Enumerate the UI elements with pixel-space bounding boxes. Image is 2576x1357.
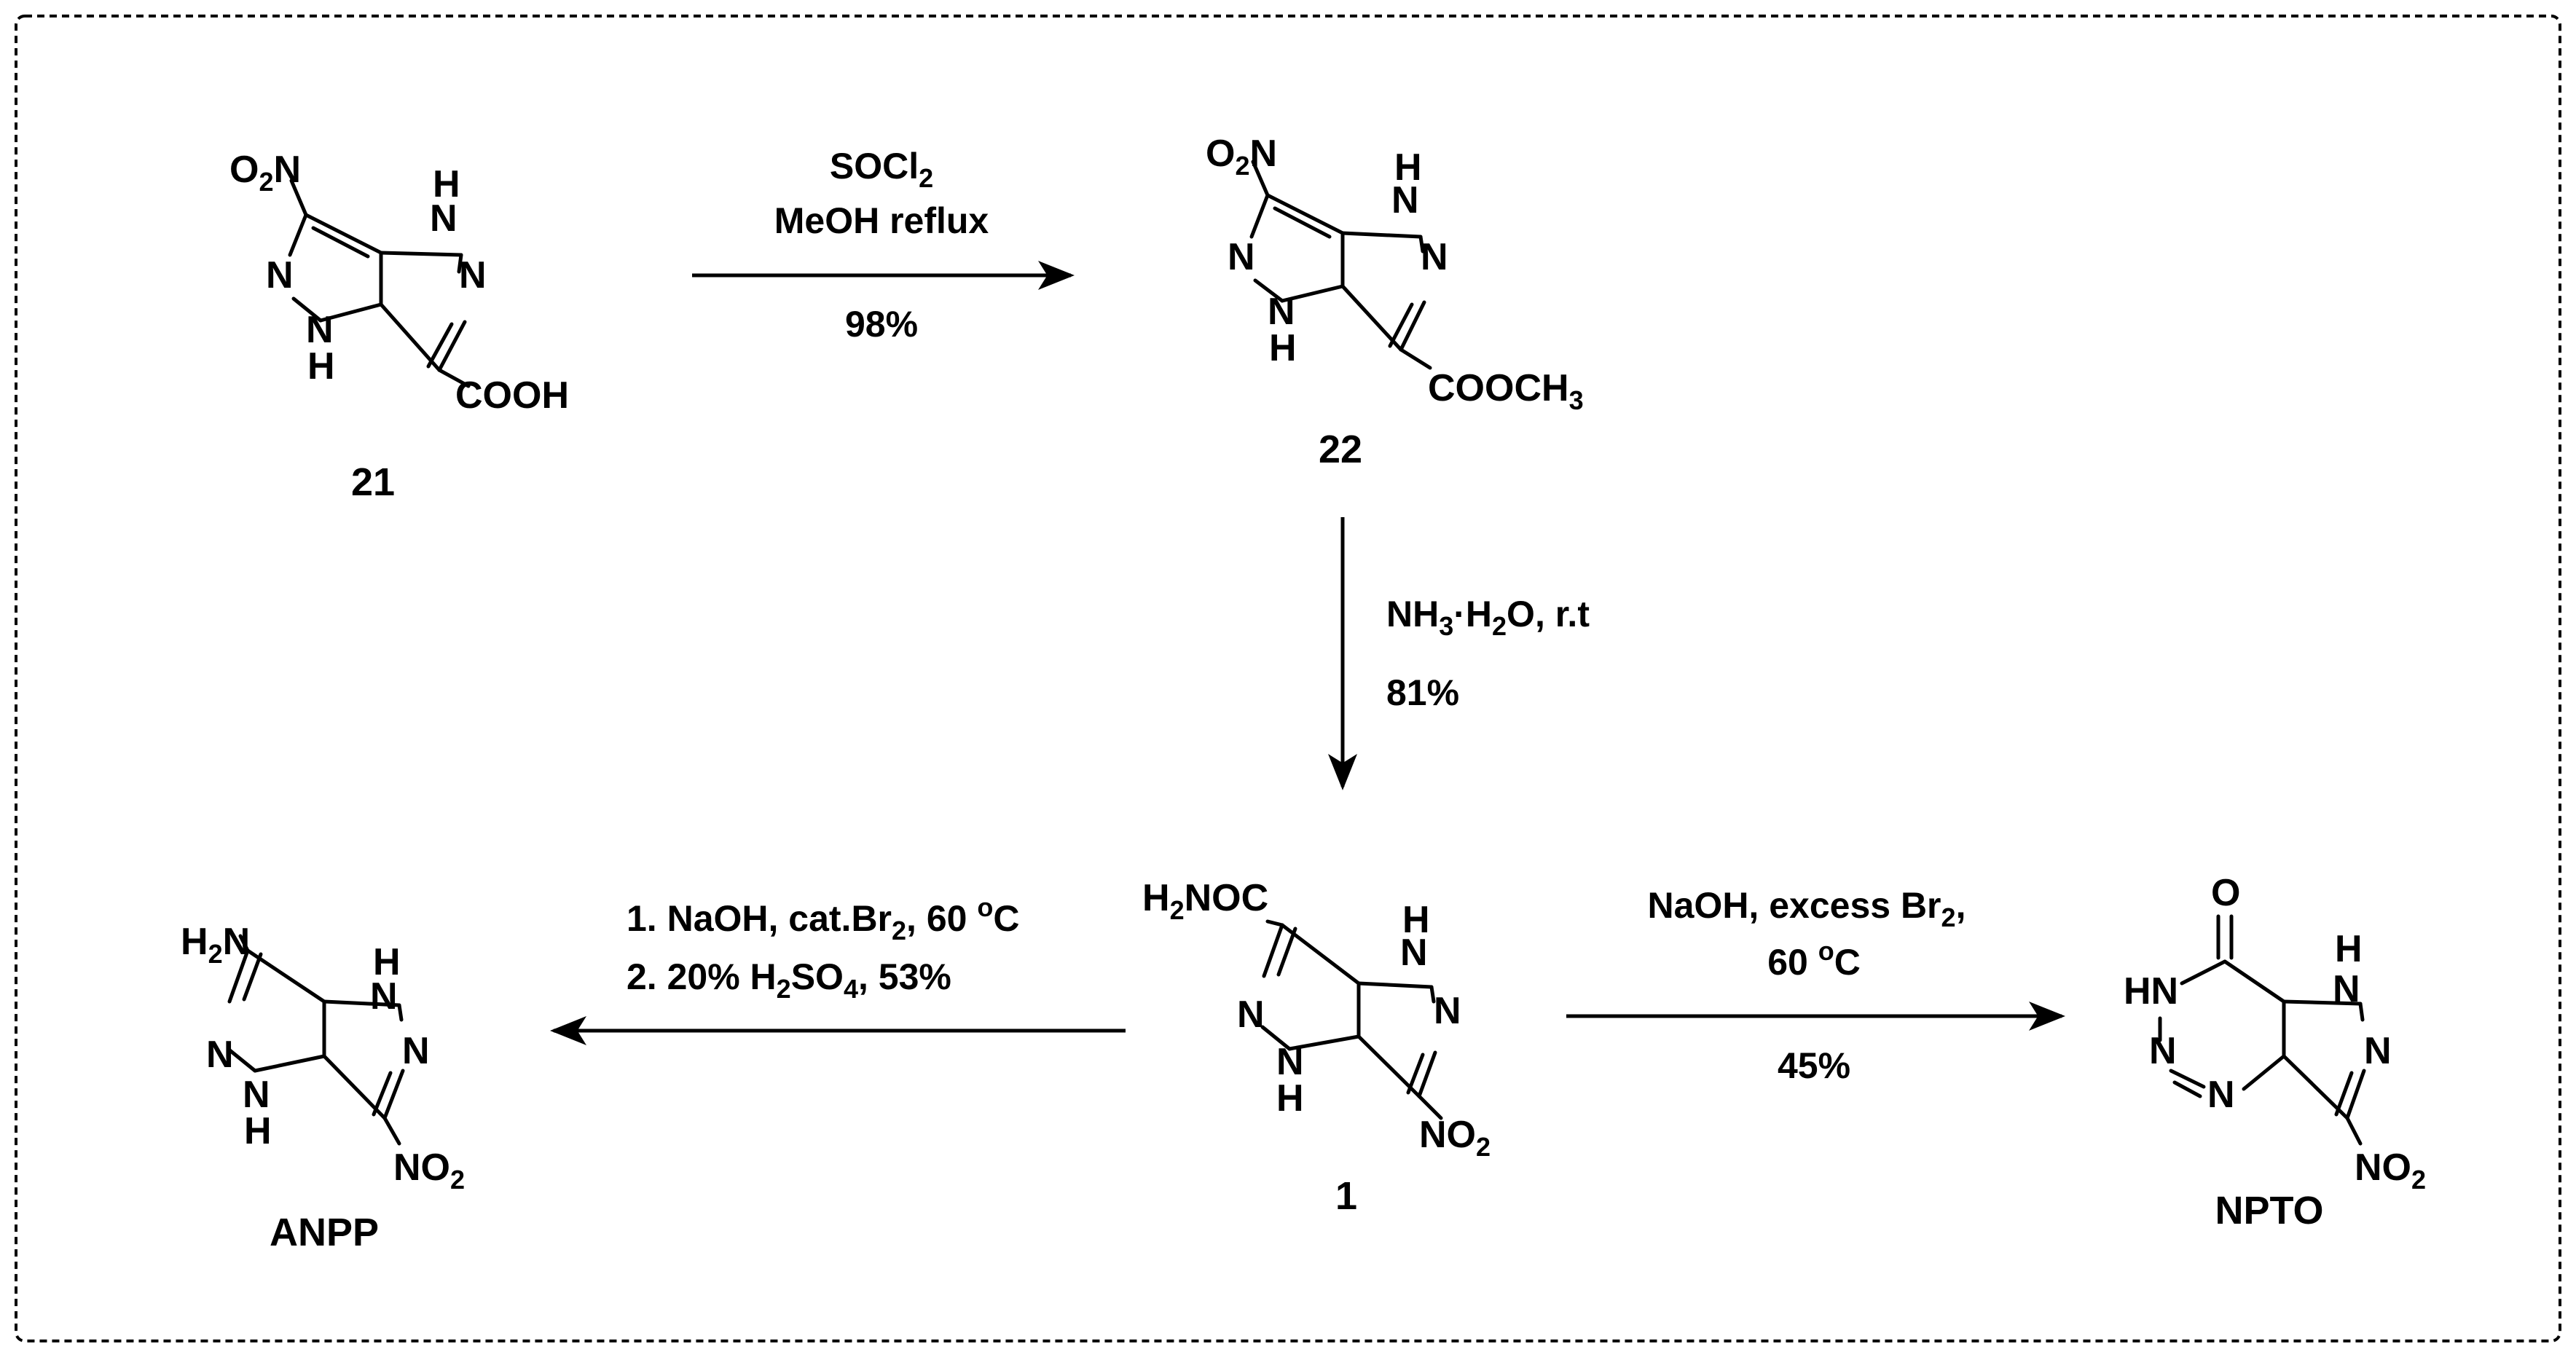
- reaction-2-reagent: NH3·H2O, r.t: [1386, 594, 1590, 641]
- reaction-1-conditions: MeOH reflux: [774, 200, 989, 241]
- compound-anpp-bonds: [226, 934, 405, 1146]
- compound-anpp-name: ANPP: [270, 1211, 379, 1254]
- compound-22-atom-n1: N: [1391, 179, 1419, 221]
- compound-1-nitro-label: NO2: [1419, 1114, 1491, 1162]
- compound-1-atom-n1: N: [1400, 932, 1428, 974]
- compound-22-atom-h-bottom: H: [1269, 327, 1297, 369]
- compound-anpp-atom-n2: N: [402, 1030, 430, 1072]
- compound-21-atom-n3: N: [266, 254, 294, 296]
- compound-1-amide-label: H2NOC: [1142, 877, 1268, 925]
- compound-anpp-atom-h-bottom: H: [244, 1110, 272, 1152]
- reaction-2: NH3·H2O, r.t 81%: [1328, 517, 1590, 790]
- compound-22-nitro-label: O2N: [1206, 133, 1277, 181]
- compound-22-atom-n2: N: [1421, 236, 1448, 278]
- reaction-4-reagent: NaOH, excess Br2,: [1648, 885, 1966, 932]
- compound-22-atom-n4: N: [1268, 291, 1295, 333]
- compound-1-number: 1: [1335, 1174, 1357, 1218]
- compound-npto-atom-n1: N: [2333, 968, 2360, 1010]
- compound-22: O2N H N N N N H COOCH3 22: [1206, 133, 1584, 471]
- compound-22-number: 22: [1319, 428, 1362, 471]
- compound-anpp-atom-n4: N: [243, 1074, 270, 1116]
- compound-21-number: 21: [351, 460, 395, 504]
- compound-npto-atom-h-top: H: [2335, 928, 2363, 970]
- compound-1: H2NOC H N N N N H NO2 1: [1142, 877, 1491, 1218]
- compound-anpp-nitro-label: NO2: [393, 1146, 465, 1195]
- compound-1-atom-h-bottom: H: [1276, 1077, 1304, 1120]
- compound-21-atom-n1: N: [430, 197, 458, 240]
- compound-anpp-atom-h-top: H: [373, 941, 401, 983]
- reaction-4: NaOH, excess Br2, 60 oC 45%: [1566, 885, 2065, 1086]
- compound-21-atom-n4: N: [306, 309, 334, 351]
- compound-1-atom-n2: N: [1434, 990, 1461, 1032]
- compound-npto-name: NPTO: [2215, 1189, 2323, 1232]
- compound-1-atom-h-top: H: [1402, 899, 1430, 941]
- dashed-border: [15, 15, 2561, 1342]
- reaction-1-yield: 98%: [845, 304, 918, 345]
- reaction-1: SOCl2 MeOH reflux 98%: [692, 146, 1075, 345]
- compound-npto-oxo-label: O: [2211, 872, 2240, 914]
- compound-22-bonds: [1249, 160, 1432, 370]
- compound-21-atom-h-bottom: H: [307, 345, 335, 388]
- reaction-1-reagent: SOCl2: [830, 146, 933, 193]
- compound-21-atom-n2: N: [459, 254, 487, 296]
- reaction-4-yield: 45%: [1778, 1045, 1850, 1086]
- compound-npto-atom-n2: N: [2364, 1030, 2392, 1072]
- compound-npto-nitro-label: NO2: [2355, 1146, 2426, 1195]
- compound-anpp-atom-n1: N: [370, 975, 398, 1018]
- compound-1-bonds: [1260, 919, 1443, 1120]
- compound-22-atom-h-top: H: [1394, 146, 1422, 189]
- compound-anpp-amine-label: H2N: [181, 921, 250, 969]
- compound-npto: O H N N HN N N NO2 NPTO: [2124, 872, 2426, 1232]
- reaction-3-step-1: 1. NaOH, cat.Br2, 60 oC: [627, 892, 1019, 945]
- reaction-2-yield: 81%: [1386, 672, 1459, 713]
- compound-21-atom-h-top: H: [433, 163, 460, 205]
- compound-22-ester-label: COOCH3: [1428, 367, 1584, 415]
- reaction-3-step-2: 2. 20% H2SO4, 53%: [627, 956, 951, 1004]
- compound-npto-atom-n3: N: [2149, 1030, 2177, 1072]
- compound-22-atom-n3: N: [1228, 236, 1255, 278]
- compound-21-nitro-label: O2N: [229, 149, 301, 197]
- compound-1-atom-n4: N: [1276, 1041, 1304, 1083]
- compound-21-acid-label: COOH: [455, 374, 569, 417]
- compound-21: O2N H N N N N H COOH 21: [229, 149, 569, 504]
- compound-21-bonds: [288, 178, 471, 388]
- compound-npto-atom-n4: N: [2207, 1074, 2235, 1116]
- compound-npto-bonds: [2158, 914, 2366, 1146]
- compound-npto-nh-label: HN: [2124, 970, 2178, 1012]
- reaction-3: 1. NaOH, cat.Br2, 60 oC 2. 20% H2SO4, 53…: [550, 892, 1126, 1045]
- compound-anpp: H2N H N N N N H NO2 ANPP: [181, 921, 465, 1254]
- compound-1-atom-n3: N: [1237, 994, 1265, 1036]
- compound-anpp-atom-n3: N: [206, 1034, 234, 1076]
- reaction-4-temperature: 60 oC: [1767, 936, 1861, 983]
